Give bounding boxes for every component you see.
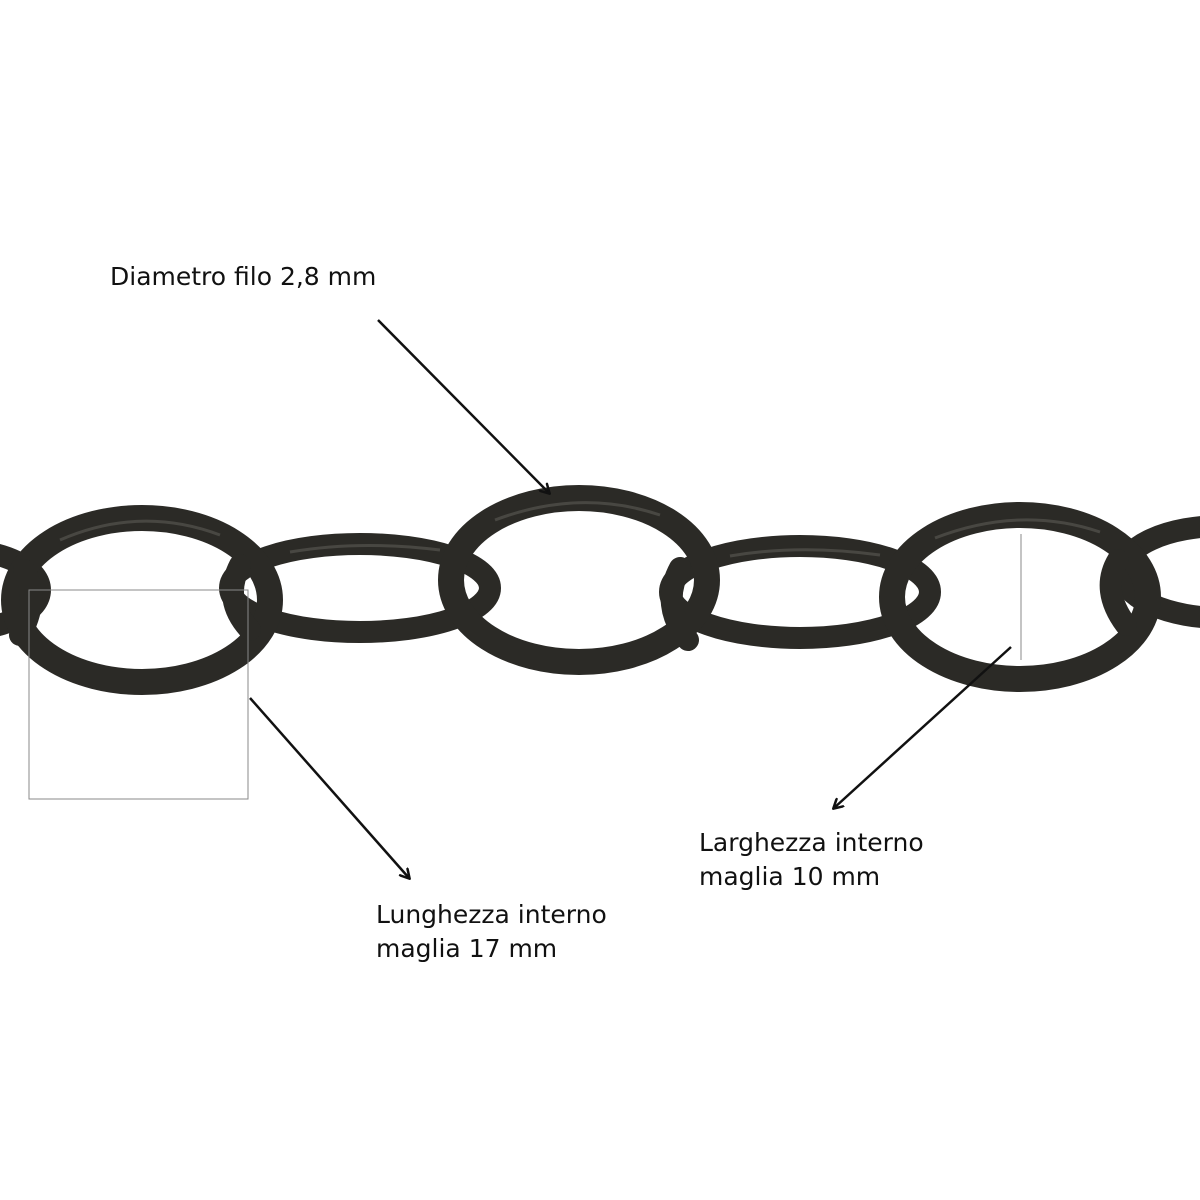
- chain-highlight: [289, 543, 441, 554]
- chain-links-front: [1, 485, 1161, 695]
- inner-width-arrow: [834, 646, 1012, 808]
- chain-link: [438, 485, 720, 675]
- chain-highlights: [59, 501, 1101, 558]
- inner-width-label-line: maglia 10 mm: [699, 862, 881, 891]
- arrows: [249, 319, 1012, 878]
- inner-length-label-line: Lunghezza interno: [376, 900, 607, 929]
- chain-link-overlaps: [9, 549, 1137, 651]
- inner-width-label: Larghezza interno maglia 10 mm: [699, 826, 924, 894]
- chain-highlight: [59, 519, 221, 542]
- inner-length-arrow: [249, 697, 409, 878]
- measurement-guides: [28, 534, 1022, 800]
- wire-diameter-label-line: Diametro filo 2,8 mm: [110, 262, 377, 291]
- chain-link-overlap: [9, 559, 43, 646]
- inner-width-label-line: Larghezza interno: [699, 828, 924, 857]
- wire-diameter-label: Diametro filo 2,8 mm: [110, 260, 376, 294]
- chain-highlight: [934, 518, 1101, 540]
- inner-length-guide: [28, 589, 249, 800]
- wire-diameter-arrow: [377, 319, 549, 493]
- chain-link: [879, 502, 1161, 692]
- chain-link: [1, 505, 283, 695]
- chain-link-overlap: [1099, 549, 1137, 636]
- chain-link-overlap: [660, 557, 699, 651]
- inner-length-label: Lunghezza interno maglia 17 mm: [376, 898, 607, 966]
- chain-links-side: [0, 516, 1200, 649]
- inner-length-label-line: maglia 17 mm: [376, 934, 558, 963]
- chain-highlight: [494, 501, 661, 522]
- chain-link-overlap: [222, 554, 261, 641]
- chain-highlight: [729, 548, 881, 558]
